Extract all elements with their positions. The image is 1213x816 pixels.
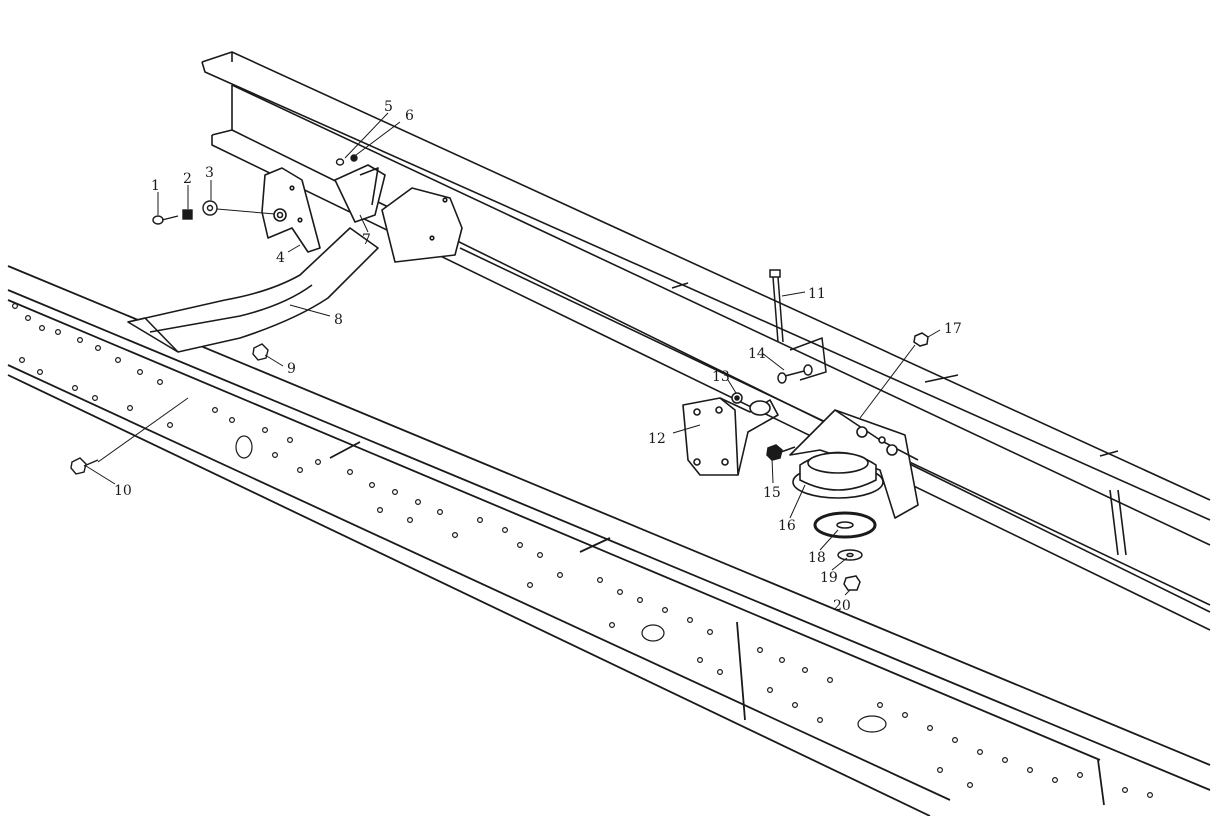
callout-20: 20 bbox=[833, 598, 851, 614]
callout-12: 12 bbox=[648, 431, 666, 447]
callout-7: 7 bbox=[362, 232, 371, 248]
callout-13: 13 bbox=[712, 369, 730, 385]
callout-6: 6 bbox=[405, 108, 414, 124]
callout-8: 8 bbox=[334, 312, 343, 328]
rail-holes bbox=[12, 303, 1153, 798]
callout-9: 9 bbox=[287, 361, 296, 377]
far-frame-rail bbox=[201, 51, 1211, 631]
near-frame-rail bbox=[7, 265, 1211, 816]
callout-4: 4 bbox=[276, 250, 285, 266]
callout-11: 11 bbox=[808, 286, 826, 302]
cross-member bbox=[127, 187, 463, 353]
callout-14: 14 bbox=[748, 346, 766, 362]
callout-16: 16 bbox=[778, 518, 796, 534]
bracket-4 bbox=[261, 167, 321, 253]
callout-17: 17 bbox=[944, 321, 962, 337]
callout-3: 3 bbox=[205, 165, 214, 181]
leader-lines bbox=[85, 112, 941, 596]
callout-19: 19 bbox=[820, 570, 838, 586]
callout-5: 5 bbox=[384, 99, 393, 115]
bracket-12 bbox=[682, 397, 779, 476]
callout-15: 15 bbox=[763, 485, 781, 501]
fasteners-left bbox=[70, 154, 358, 475]
callout-labels: 1 2 3 4 5 6 7 8 9 10 11 12 13 14 15 16 1… bbox=[114, 99, 962, 614]
callout-18: 18 bbox=[808, 550, 826, 566]
rubber-mount-16 bbox=[792, 451, 884, 499]
callout-2: 2 bbox=[183, 171, 192, 187]
mount-hardware bbox=[731, 269, 929, 591]
bracket-plate-7 bbox=[334, 164, 386, 223]
callout-10: 10 bbox=[114, 483, 132, 499]
callout-1: 1 bbox=[151, 178, 160, 194]
